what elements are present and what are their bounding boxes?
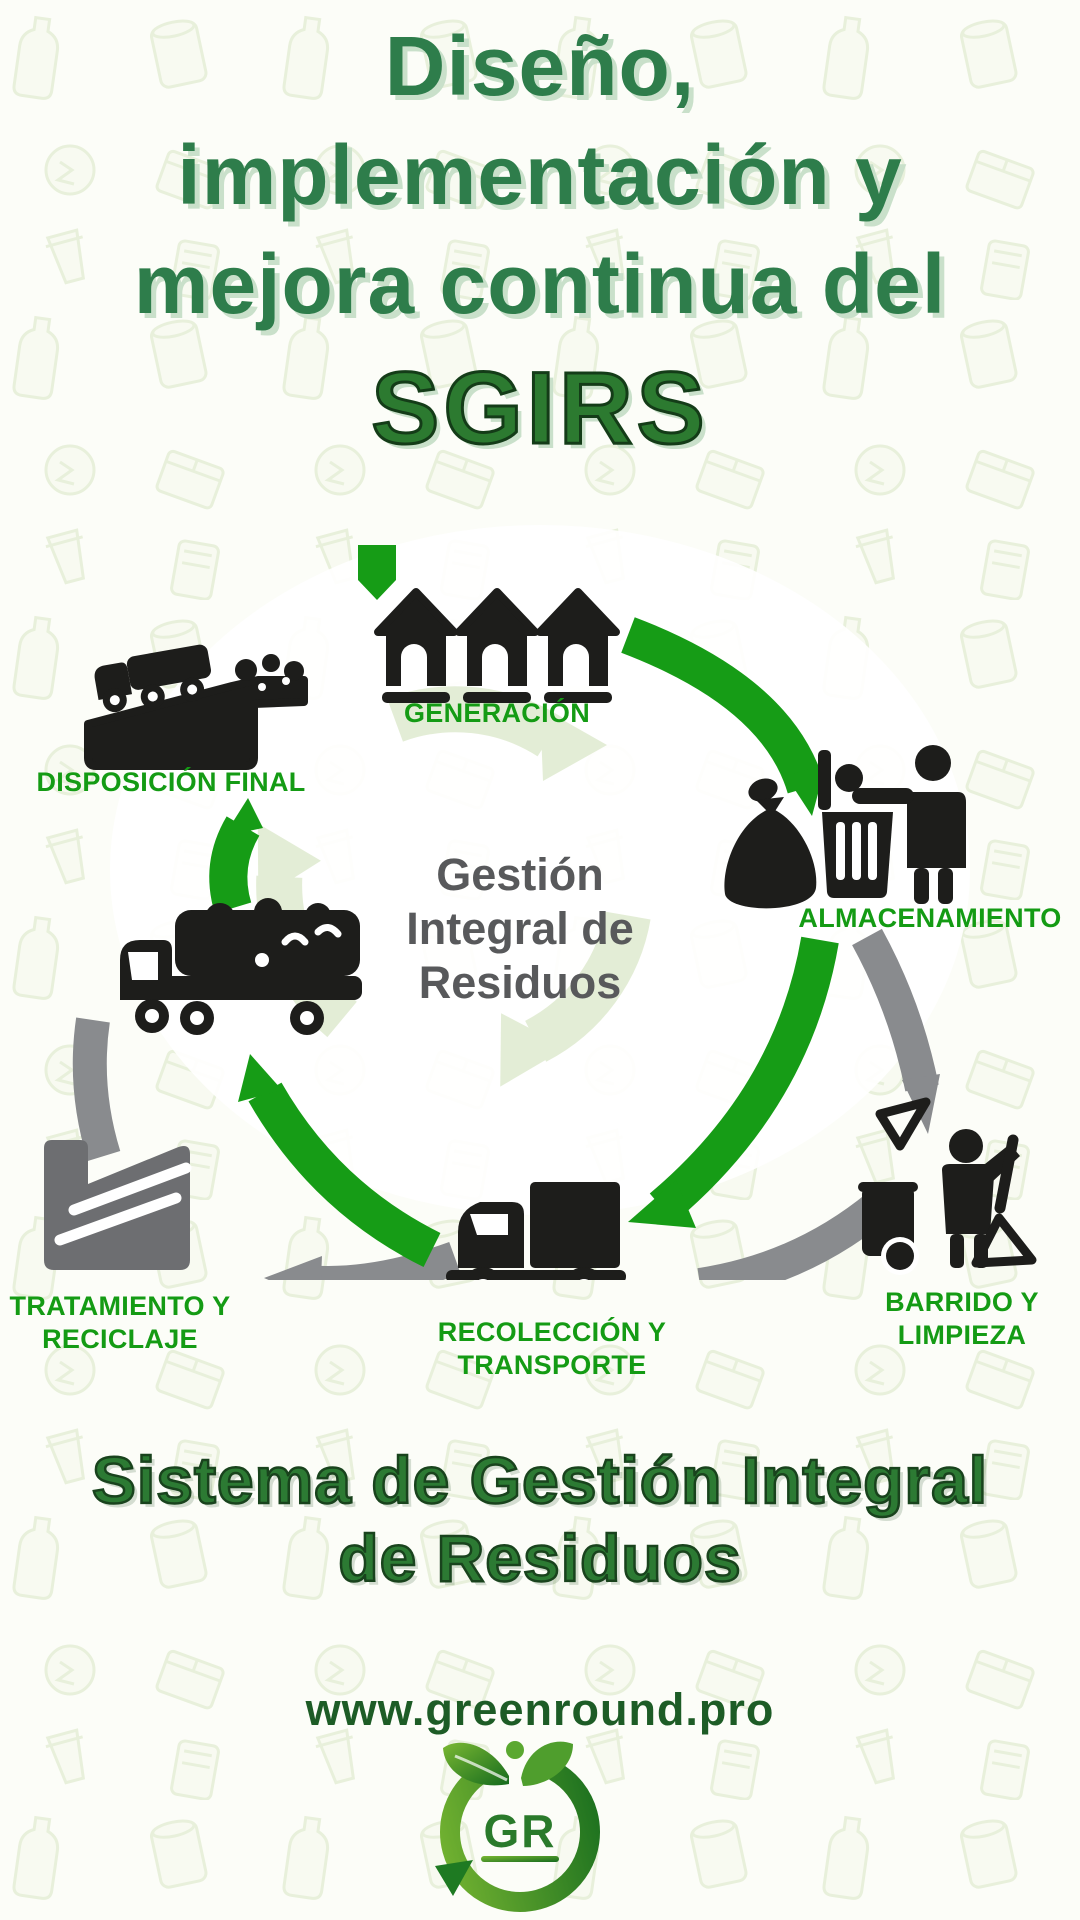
stage-label-generacion: GENERACIÓN — [403, 698, 590, 728]
logo-underline — [481, 1856, 559, 1862]
title-block: Diseño, implementación y mejora continua… — [0, 12, 1080, 474]
stage-label-disposicion-final: DISPOSICIÓN FINAL — [36, 767, 306, 797]
center-title-line-1: Gestión — [436, 849, 604, 900]
stage-label-tratamiento-y-reciclaje: TRATAMIENTO Y RECICLAJE — [9, 1291, 231, 1354]
landfill-bulldozer-icon — [84, 644, 308, 770]
waste-cycle-diagram — [44, 525, 1037, 1280]
stage-label-barrido-y-limpieza: BARRIDO Y LIMPIEZA — [885, 1287, 1039, 1350]
title-line-1: Diseño, — [384, 19, 696, 113]
cycle-start-arrow-icon — [358, 545, 396, 600]
street-sweeper-icon — [858, 1097, 1037, 1275]
cycle-center-title: Gestión Integral de Residuos — [350, 848, 690, 1010]
factory-icon — [44, 1140, 192, 1270]
footer-heading-line-2: de Residuos — [337, 1520, 742, 1596]
recycle-symbol-watermark — [256, 686, 651, 1087]
footer-heading: Sistema de Gestión Integral de Residuos — [0, 1442, 1080, 1598]
center-title-line-2: Integral de — [406, 903, 634, 954]
collection-truck-icon — [446, 1182, 626, 1280]
stage-label-almacenamiento: ALMACENAMIENTO — [798, 903, 1062, 933]
title-line-2: implementación y — [177, 128, 903, 223]
greenround-logo: GR — [435, 1741, 600, 1912]
leaf-sprout-icon — [443, 1741, 573, 1786]
footer-heading-line-1: Sistema de Gestión Integral — [91, 1442, 989, 1518]
stage-label-recoleccion-y-transporte: RECOLECCIÓN Y TRANSPORTE — [437, 1317, 667, 1380]
logo-monogram: GR — [484, 1805, 557, 1857]
title-acronym: SGIRS — [370, 349, 709, 466]
garbage-truck-icon — [120, 898, 362, 1035]
trash-bag-bin-person-icon — [724, 745, 966, 909]
center-title-line-3: Residuos — [418, 957, 622, 1008]
website-url: www.greenround.pro — [305, 1684, 775, 1735]
title-line-3: mejora continua del — [133, 237, 947, 332]
